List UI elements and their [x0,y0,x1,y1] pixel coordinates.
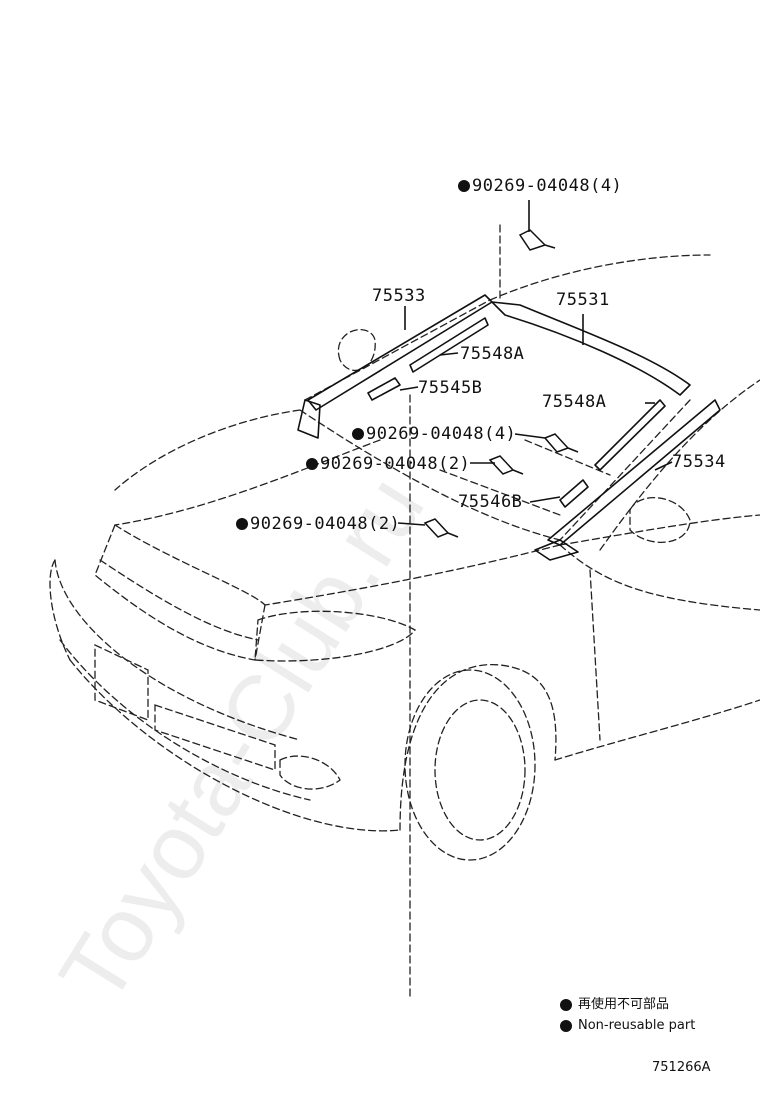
leader-clip-mid [514,433,546,439]
side-window [599,379,760,551]
bumper-top [54,559,301,741]
callout-clip-mid: 90269-04048(4) [352,424,516,444]
side-body-line [554,699,760,761]
leader-75548A-left [439,352,459,356]
roof-line [489,254,711,301]
clip-icon-lower [488,455,524,475]
windshield-right-edge [559,399,691,541]
clip-icon-bottom [423,518,459,538]
diagram-code: 751266A [652,1060,711,1075]
hood-top [114,409,301,491]
guide-mid-clip [439,469,561,516]
side-body-top [559,514,760,546]
bumper-lower [59,639,311,801]
guide-lower [524,439,611,476]
left-mirror [337,329,376,371]
grille-outline [94,524,266,661]
non-reusable-dot-icon [560,1019,572,1032]
moulding-75534 [547,399,721,546]
right-pillar-bracket [534,539,579,561]
front-wheel [404,669,536,861]
leader-75546B [529,496,561,503]
grille-inner [99,559,259,641]
callout-75545B: 75545B [418,378,483,398]
clip-75546B [559,479,589,508]
callout-75548A-left: 75548A [460,344,525,364]
legend: 再使用不可部品 Non-reusable part [560,994,695,1036]
right-mirror [629,497,691,543]
hood-front-edge [114,524,266,606]
fog-lamp [279,755,341,790]
fender-line [559,544,760,611]
front-wheel-inner [434,699,526,841]
hood-center-crease [114,439,381,526]
callout-75548A-right: 75548A [542,392,607,412]
bumper-bottom [69,659,401,832]
legend-row-japanese: 再使用不可部品 [560,994,695,1015]
callout-clip-bottom: 90269-04048(2) [236,514,400,534]
moulding-75531 [491,301,691,396]
non-reusable-dot-icon [560,998,572,1011]
lower-grille [154,704,276,771]
headlamp [254,610,416,662]
wheel-arch [399,663,557,831]
leader-75545B [399,386,419,391]
left-pillar-bracket [297,399,321,439]
callout-75534: 75534 [672,452,726,472]
callout-75533: 75533 [372,286,426,306]
legend-english: Non-reusable part [578,1018,696,1033]
leader-75534 [654,461,673,471]
legend-row-english: Non-reusable part [560,1015,695,1036]
legend-japanese: 再使用不可部品 [578,997,670,1012]
hood-rear-edge [299,409,561,541]
front-left-corner [49,559,71,661]
clip-75545B [367,377,401,401]
callout-clip-top: 90269-04048(4) [458,176,622,196]
callout-clip-lower: 90269-04048(2) [306,454,470,474]
clip-75548A-right [594,399,666,471]
callout-75546B: 75546B [458,492,523,512]
hood-side [264,544,561,606]
callout-75531: 75531 [556,290,610,310]
license-plate [94,643,149,721]
clip-75548A-left [409,317,489,373]
leader-clip-bottom [397,522,426,526]
clip-icon-top [518,229,556,251]
door-line [589,569,601,741]
clip-icon-mid [543,433,579,453]
